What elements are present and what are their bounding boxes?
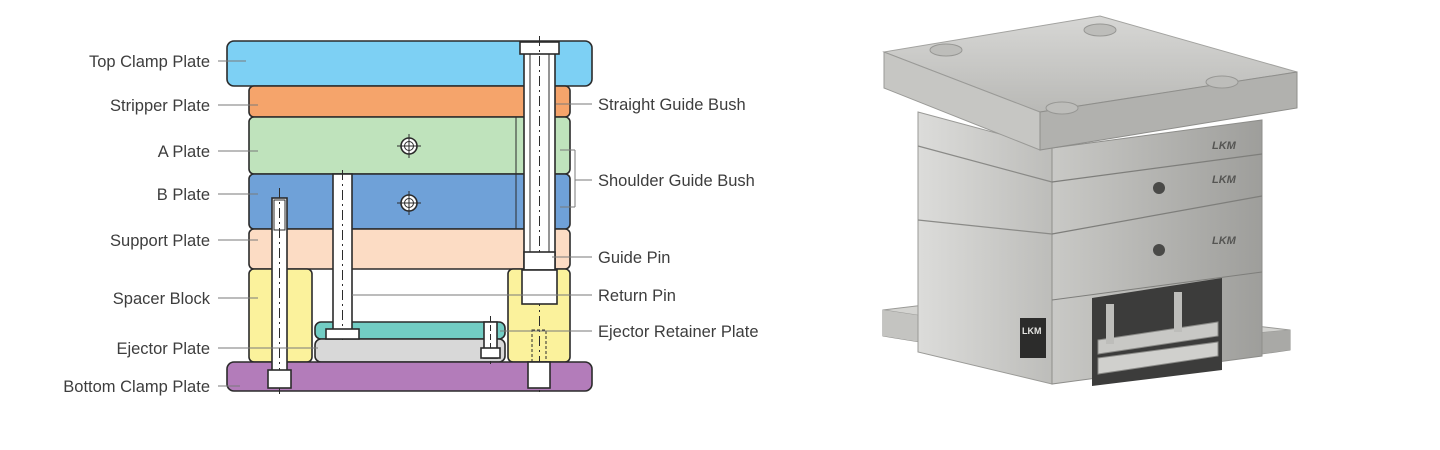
support-plate: [248, 228, 571, 270]
brand-mark-2: LKM: [1212, 174, 1237, 186]
label-straight-guide-bush: Straight Guide Bush: [598, 96, 746, 114]
brand-plate-logo: LKM: [1022, 326, 1042, 336]
ejector-screw: [480, 316, 501, 364]
bottom-clamp-plate: [226, 361, 593, 392]
label-ejector-plate: Ejector Plate: [116, 340, 210, 358]
label-guide-pin: Guide Pin: [598, 249, 670, 267]
label-ejector-retainer-plate: Ejector Retainer Plate: [598, 323, 759, 341]
guide-pin-assembly: [515, 36, 560, 392]
label-support-plate: Support Plate: [110, 232, 210, 250]
bottom-screw-right: [527, 329, 551, 389]
ejector-plate: [314, 338, 506, 363]
label-spacer-block: Spacer Block: [113, 290, 211, 308]
label-a-plate: A Plate: [158, 143, 210, 161]
return-pin: [325, 170, 360, 340]
label-stripper-plate: Stripper Plate: [110, 97, 210, 115]
a-plate-hole: [397, 134, 421, 158]
label-bottom-clamp-plate: Bottom Clamp Plate: [63, 378, 210, 396]
b-plate-hole: [397, 191, 421, 215]
label-top-clamp-plate: Top Clamp Plate: [89, 53, 210, 71]
mold-base-photo: LKM LKM LKM LKM: [882, 15, 1298, 386]
mold-base-diagram: Top Clamp Plate Stripper Plate A Plate B…: [63, 36, 759, 396]
label-shoulder-guide-bush: Shoulder Guide Bush: [598, 172, 755, 190]
brand-mark-1: LKM: [1212, 140, 1237, 152]
label-b-plate: B Plate: [157, 186, 210, 204]
label-return-pin: Return Pin: [598, 287, 676, 305]
clamp-screw-left: [267, 188, 292, 394]
brand-mark-3: LKM: [1212, 235, 1237, 247]
stripper-plate: [248, 85, 571, 118]
